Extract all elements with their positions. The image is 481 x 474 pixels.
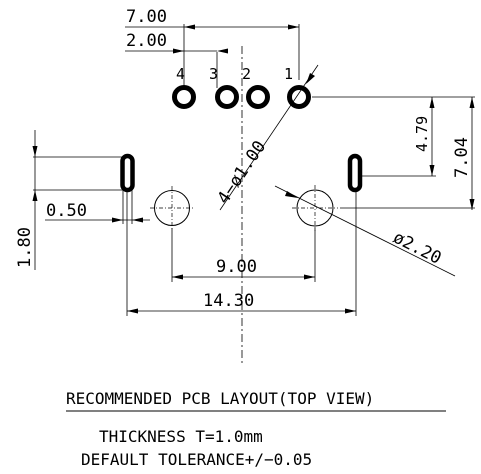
dim-label-1-80: 1.80 [15,227,35,268]
pin-pad-2 [246,85,270,109]
dim-label-7-00: 7.00 [126,7,167,27]
dim-label-4-79: 4.79 [413,116,431,152]
mounting-slot-right [347,153,363,193]
tolerance-note: DEFAULT TOLERANCE+/−0.05 [81,450,312,469]
pin-pad-1 [287,85,311,109]
leader-hole-drill: ø2.20 [274,185,456,277]
layout-title: RECOMMENDED PCB LAYOUT(TOP VIEW) [66,389,374,408]
mounting-hole-right [292,185,338,231]
pin-label-1: 1 [284,65,293,83]
dim-label-9-00: 9.00 [216,257,257,277]
dimension-14-30: 14.30 [126,190,357,316]
pin-label-2: 2 [242,65,251,83]
dim-label-2-00: 2.00 [126,31,167,51]
pin-label-3: 3 [209,65,218,83]
dim-label-7-04: 7.04 [452,137,472,178]
dimension-1-80: 1.80 [15,130,128,270]
dimension-7-04: 7.04 [452,97,475,210]
dimension-0-50: 0.50 [45,190,150,224]
pin-pad-4 [172,85,196,109]
dim-label-0-50: 0.50 [46,201,87,221]
dimension-4-79: 4.79 [362,97,436,177]
pin-label-4: 4 [176,65,185,83]
dimension-7-00: 7.00 [125,7,300,88]
thickness-note: THICKNESS T=1.0mm [99,427,263,446]
dim-label-14-30: 14.30 [203,291,254,311]
pin-pad-3 [215,85,239,109]
dim-label-hole-drill: ø2.20 [390,228,445,269]
mounting-slot-left [120,153,135,193]
dimension-2-00: 2.00 [125,31,228,88]
mounting-hole-left [150,186,194,230]
dimension-9-00: 9.00 [171,228,316,282]
